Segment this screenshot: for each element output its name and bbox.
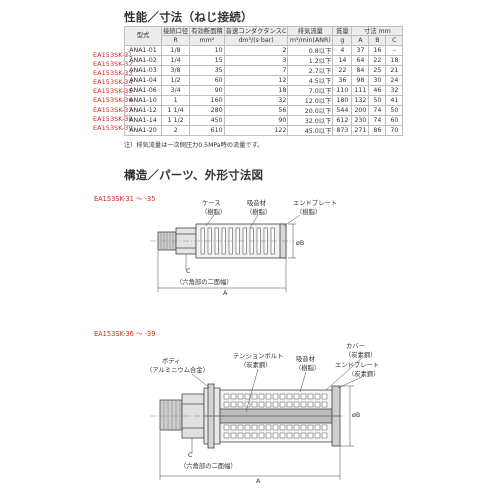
model-number: EA153SK-39 — [93, 123, 133, 132]
fig1-absorb-label: 吸音材 — [247, 200, 266, 207]
model-number: EA153SK-35 — [93, 87, 133, 96]
table-header-row: 型式 接続口径 有効断面積 音速コンダクタンスC 排気流量 質量 寸法 mm — [124, 25, 404, 46]
model-number: EA153SK-34 — [93, 78, 133, 87]
header-dim-c: C — [385, 35, 404, 46]
fig2-leaders — [159, 357, 363, 480]
section-title-structure: 構造／パーツ、外形寸法図 — [124, 168, 264, 182]
fig1-endplate-material: （樹脂） — [296, 209, 322, 216]
model-number: EA153SK-32 — [93, 60, 133, 69]
model-number: EA153SK-38 — [93, 114, 133, 123]
fig2-model-range: EA153SK-36 〜 -39 — [94, 330, 156, 338]
fig2-dim-a: A — [256, 478, 261, 485]
fig2-silencer — [150, 383, 346, 449]
fig2-body-material: （アルミニウム合金） — [146, 367, 209, 374]
fig2-endplate-material: （炭素鋼） — [348, 371, 380, 378]
model-number: EA153SK-31 — [93, 51, 133, 59]
fig2-endplate-label: エンドプレート — [335, 362, 380, 369]
table-note: 注）排気流量は一次側圧力0.5MPa時の流量です。 — [124, 142, 264, 149]
header-area-unit: mm² — [189, 35, 225, 46]
model-number: EA153SK-36 — [93, 96, 133, 105]
fig1-model-range: EA153SK-31 〜 -35 — [94, 195, 156, 203]
spec-table: 型式 接続口径 有効断面積 音速コンダクタンスC 排気流量 質量 寸法 mm R… — [124, 25, 404, 136]
fig1-case-label: ケース — [202, 200, 221, 207]
fig2-cover-material: （炭素鋼） — [345, 352, 377, 359]
fig2-cover-label: カバー — [346, 343, 365, 350]
model-number: EA153SK-33 — [93, 69, 133, 78]
fig2-dim-c: C — [188, 452, 193, 459]
section-title-performance: 性能／寸法（ねじ接続） — [124, 10, 253, 24]
fig2-absorb-material: （樹脂） — [295, 365, 321, 372]
fig1-silencer — [150, 223, 294, 259]
fig1-leaders — [157, 214, 301, 292]
fig2-bolt-material: （炭素鋼） — [240, 362, 272, 369]
fig1-dim-a: A — [223, 290, 228, 297]
model-number: EA153SK-37 — [93, 105, 133, 114]
table-cell-area: 610 — [189, 124, 225, 136]
fig1-endplate-label: エンドプレート — [293, 200, 338, 207]
fig2-body-label: ボディ — [162, 358, 181, 365]
header-model: 型式 — [124, 26, 162, 46]
fig2-bolt-label: テンションボルト — [233, 353, 284, 360]
fig1-dim-b: øB — [296, 240, 305, 247]
fig2-hex-note: （六角部の二面幅） — [180, 463, 237, 470]
fig1-hex-note: （六角部の二面幅） — [176, 279, 233, 286]
fig2-dim-b: øB — [352, 412, 361, 419]
fig1-absorb-material: （樹脂） — [246, 209, 272, 216]
fig1-dim-c: C — [186, 268, 191, 275]
table-cell-cc: 70 — [385, 124, 404, 136]
fig2-absorb-label: 吸音材 — [296, 356, 315, 363]
fig1-case-material: （樹脂） — [201, 209, 227, 216]
